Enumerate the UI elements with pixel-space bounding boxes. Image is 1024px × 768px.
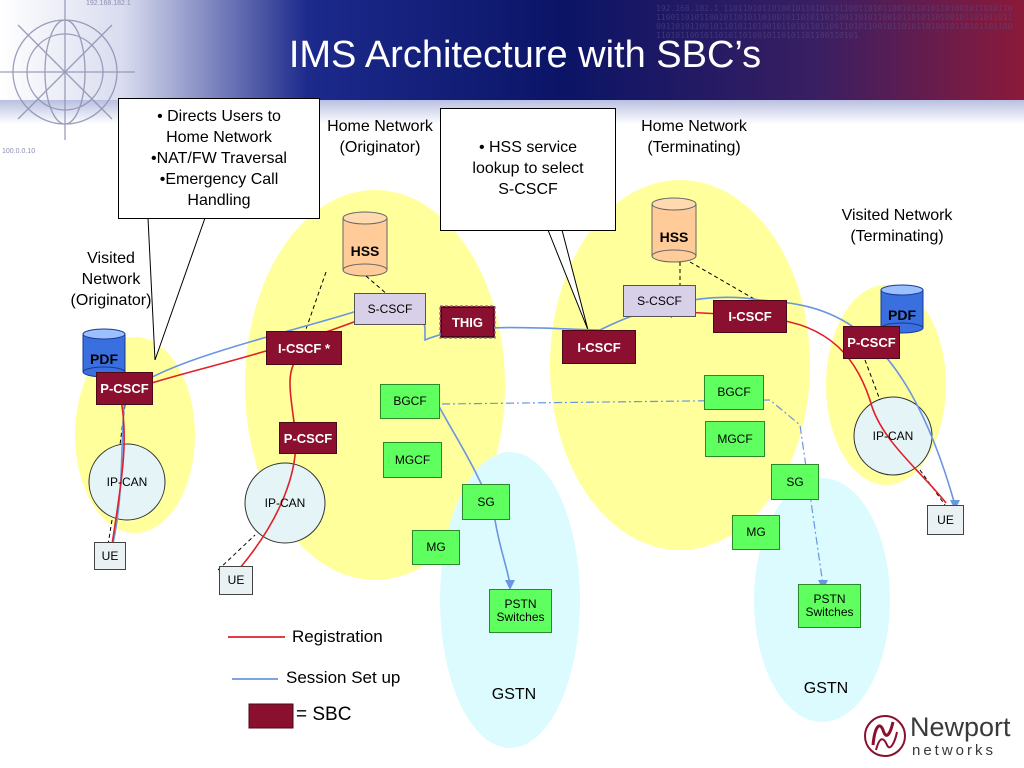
newport-logo-name: Newport <box>910 712 1011 742</box>
pstn-switches-left: PSTN Switches <box>489 589 552 633</box>
ue-node-2: UE <box>219 566 253 595</box>
mgcf-node-originator: MGCF <box>383 442 442 478</box>
callout-left-line-5: Handling <box>187 192 251 209</box>
sg-node-terminating: SG <box>771 464 819 500</box>
callout-left-line-1: • Directs Users to <box>157 108 281 125</box>
p-cscf-node-home-originator: P-CSCF <box>279 422 337 454</box>
header-ip-label-1: 192.168.182.1 <box>86 0 131 7</box>
ip-can-label-2: IP-CAN <box>264 495 306 510</box>
page-title: IMS Architecture with SBC’s <box>288 34 762 76</box>
label-visited-originator: Visited Network (Originator) <box>70 250 152 309</box>
ip-can-label-1: IP-CAN <box>106 474 148 489</box>
ip-can-circle-1 <box>88 443 166 521</box>
ip-can-circle-2 <box>244 462 326 544</box>
mg-node-originator: MG <box>412 530 460 565</box>
label-gstn-right: GSTN <box>803 680 849 697</box>
newport-logo-sub: networks <box>912 742 997 759</box>
ue-node-1: UE <box>94 542 126 570</box>
label-visited-terminating: Visited Network (Terminating) <box>841 207 953 245</box>
home-terminating-region <box>550 180 810 550</box>
p-cscf-node-visited-terminating: P-CSCF <box>843 326 900 359</box>
bgcf-node-terminating: BGCF <box>704 375 764 410</box>
label-home-originator: Home Network (Originator) <box>327 118 433 156</box>
pdf-label-left: PDF <box>90 351 118 367</box>
callout-directs-users: • Directs Users to Home Network •NAT/FW … <box>118 98 320 219</box>
callout-middle-line-2: lookup to select <box>472 160 584 177</box>
hss-label-right: HSS <box>659 229 689 245</box>
thig-node: THIG <box>441 307 494 337</box>
compass-logo-icon <box>0 0 135 140</box>
legend-sbc-swatch <box>248 703 294 729</box>
callout-hss-lookup: • HSS service lookup to select S-CSCF <box>440 108 616 231</box>
callout-middle-line-3: S-CSCF <box>498 181 558 198</box>
signalling-dashed-lines <box>104 261 946 571</box>
pdf-cylinder-right <box>880 284 924 334</box>
callout-left-pointer <box>147 217 206 361</box>
sg-node-originator: SG <box>462 484 510 520</box>
i-cscf-star-node: I-CSCF * <box>266 331 342 365</box>
legend-registration-label: Registration <box>292 627 383 646</box>
hss-cylinder-right <box>651 197 697 263</box>
p-cscf-node-visited-originator: P-CSCF <box>96 372 153 405</box>
legend-sbc-label: = SBC <box>296 704 352 725</box>
callout-left-line-2: Home Network <box>166 129 272 146</box>
hss-label-left: HSS <box>350 243 380 259</box>
i-cscf-node-terminating: I-CSCF <box>713 300 787 333</box>
newport-logo-icon <box>864 715 906 757</box>
callout-middle-line-1: • HSS service <box>478 139 578 156</box>
label-home-terminating: Home Network (Terminating) <box>641 118 747 156</box>
i-cscf-node-terminating-entry: I-CSCF <box>562 330 636 364</box>
legend-session-label: Session Set up <box>286 668 401 687</box>
label-gstn-left: GSTN <box>491 686 537 703</box>
pdf-label-right: PDF <box>888 307 916 323</box>
pstn-switches-right: PSTN Switches <box>798 584 861 628</box>
callout-left-line-4: •Emergency Call <box>159 171 279 188</box>
mgcf-node-terminating: MGCF <box>705 421 765 457</box>
ue-node-3: UE <box>927 505 964 535</box>
hss-cylinder-left <box>342 211 388 277</box>
header-banner <box>0 0 1024 100</box>
s-cscf-node-terminating: S-CSCF <box>623 285 696 317</box>
s-cscf-node-originator: S-CSCF <box>354 293 426 325</box>
header-ip-label-2: 100.0.0.10 <box>2 148 36 155</box>
ip-can-label-3: IP-CAN <box>872 428 914 443</box>
header-binary-pattern: 192.168.182.1 11011010110100101101011011… <box>656 4 1013 40</box>
mg-node-terminating: MG <box>732 515 780 550</box>
bgcf-link <box>441 399 824 586</box>
bgcf-node-originator: BGCF <box>380 384 440 419</box>
callout-left-line-3: •NAT/FW Traversal <box>151 150 287 167</box>
